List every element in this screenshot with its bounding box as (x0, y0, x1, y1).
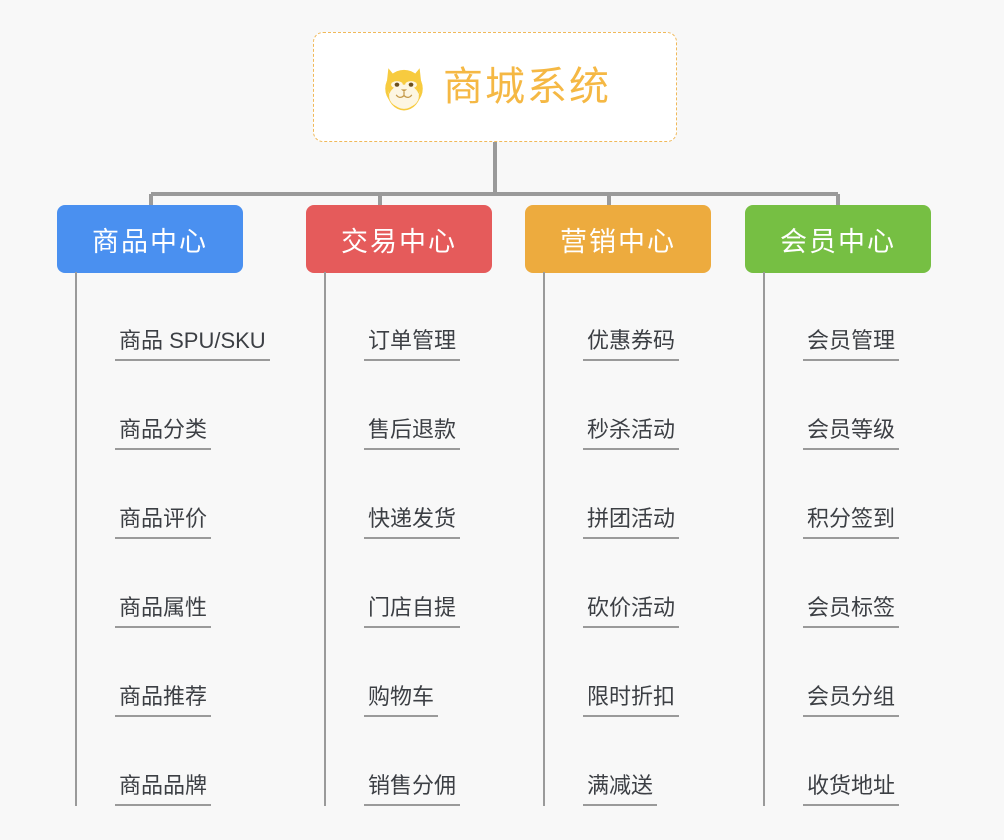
leaf-item[interactable]: 商品分类 (75, 361, 270, 450)
leaf-item[interactable]: 售后退款 (324, 361, 461, 450)
leaf-item-label: 门店自提 (364, 595, 461, 628)
root-title: 商城系统 (443, 65, 611, 109)
leaf-item[interactable]: 满减送 (543, 717, 679, 806)
category-header-label: 营销中心 (560, 226, 676, 257)
leaf-item-label: 销售分佣 (364, 773, 461, 806)
category-header-label: 商品中心 (92, 226, 208, 257)
leaf-item[interactable]: 会员等级 (763, 361, 900, 450)
leaf-item-label: 优惠券码 (583, 328, 680, 361)
leaf-item[interactable]: 会员管理 (763, 272, 900, 361)
leaf-item-label: 收货地址 (803, 773, 900, 806)
shiba-dog-icon (385, 68, 423, 111)
category-header-label: 交易中心 (341, 226, 457, 257)
leaf-item-label: 限时折扣 (583, 684, 680, 717)
leaf-item-label: 售后退款 (364, 417, 461, 450)
leaf-item-label: 商品属性 (115, 595, 212, 628)
category-header-marketing-center[interactable]: 营销中心 (525, 205, 711, 273)
column-spine (543, 272, 545, 806)
leaf-item[interactable]: 秒杀活动 (543, 361, 680, 450)
leaf-item[interactable]: 商品属性 (75, 539, 270, 628)
leaf-item-label: 会员等级 (803, 417, 900, 450)
leaf-item-label: 会员标签 (803, 595, 900, 628)
leaf-item-label: 商品品牌 (115, 773, 212, 806)
column-spine (75, 272, 77, 806)
leaf-item[interactable]: 限时折扣 (543, 628, 680, 717)
leaf-item-label: 购物车 (364, 684, 439, 717)
leaf-item-label: 商品推荐 (115, 684, 212, 717)
leaf-item-label: 会员分组 (803, 684, 900, 717)
leaf-item-label: 会员管理 (803, 328, 900, 361)
leaf-item[interactable]: 拼团活动 (543, 450, 680, 539)
leaf-item[interactable]: 会员分组 (763, 628, 900, 717)
leaf-item[interactable]: 商品推荐 (75, 628, 270, 717)
leaf-item[interactable]: 商品 SPU/SKU (75, 272, 270, 361)
leaf-list: 会员管理会员等级积分签到会员标签会员分组收货地址 (763, 272, 900, 806)
leaf-item[interactable]: 商品品牌 (75, 717, 270, 806)
leaf-item[interactable]: 门店自提 (324, 539, 461, 628)
leaf-item-label: 砍价活动 (583, 595, 680, 628)
category-header-label: 会员中心 (780, 226, 896, 257)
leaf-item-label: 商品 SPU/SKU (115, 328, 270, 361)
leaf-item-label: 商品分类 (115, 417, 212, 450)
leaf-item[interactable]: 会员标签 (763, 539, 900, 628)
root-node[interactable]: 商城系统 (313, 32, 677, 142)
leaf-list: 订单管理售后退款快递发货门店自提购物车销售分佣 (324, 272, 461, 806)
leaf-item-label: 积分签到 (803, 506, 900, 539)
leaf-item[interactable]: 优惠券码 (543, 272, 680, 361)
leaf-item-label: 拼团活动 (583, 506, 680, 539)
leaf-item[interactable]: 收货地址 (763, 717, 900, 806)
leaf-item-label: 快递发货 (364, 506, 461, 539)
leaf-item[interactable]: 积分签到 (763, 450, 900, 539)
leaf-list: 商品 SPU/SKU 商品分类商品评价商品属性商品推荐商品品牌 (75, 272, 270, 806)
category-header-product-center[interactable]: 商品中心 (57, 205, 243, 273)
leaf-item[interactable]: 快递发货 (324, 450, 461, 539)
leaf-item[interactable]: 砍价活动 (543, 539, 680, 628)
leaf-item-label: 商品评价 (115, 506, 212, 539)
leaf-item[interactable]: 销售分佣 (324, 717, 461, 806)
column-spine (324, 272, 326, 806)
leaf-item[interactable]: 商品评价 (75, 450, 270, 539)
leaf-list: 优惠券码秒杀活动拼团活动砍价活动限时折扣满减送 (543, 272, 680, 806)
column-spine (763, 272, 765, 806)
leaf-item-label: 秒杀活动 (583, 417, 680, 450)
category-header-trade-center[interactable]: 交易中心 (306, 205, 492, 273)
leaf-item-label: 满减送 (583, 773, 658, 806)
leaf-item[interactable]: 订单管理 (324, 272, 461, 361)
category-header-member-center[interactable]: 会员中心 (745, 205, 931, 273)
leaf-item-label: 订单管理 (364, 328, 461, 361)
leaf-item[interactable]: 购物车 (324, 628, 460, 717)
